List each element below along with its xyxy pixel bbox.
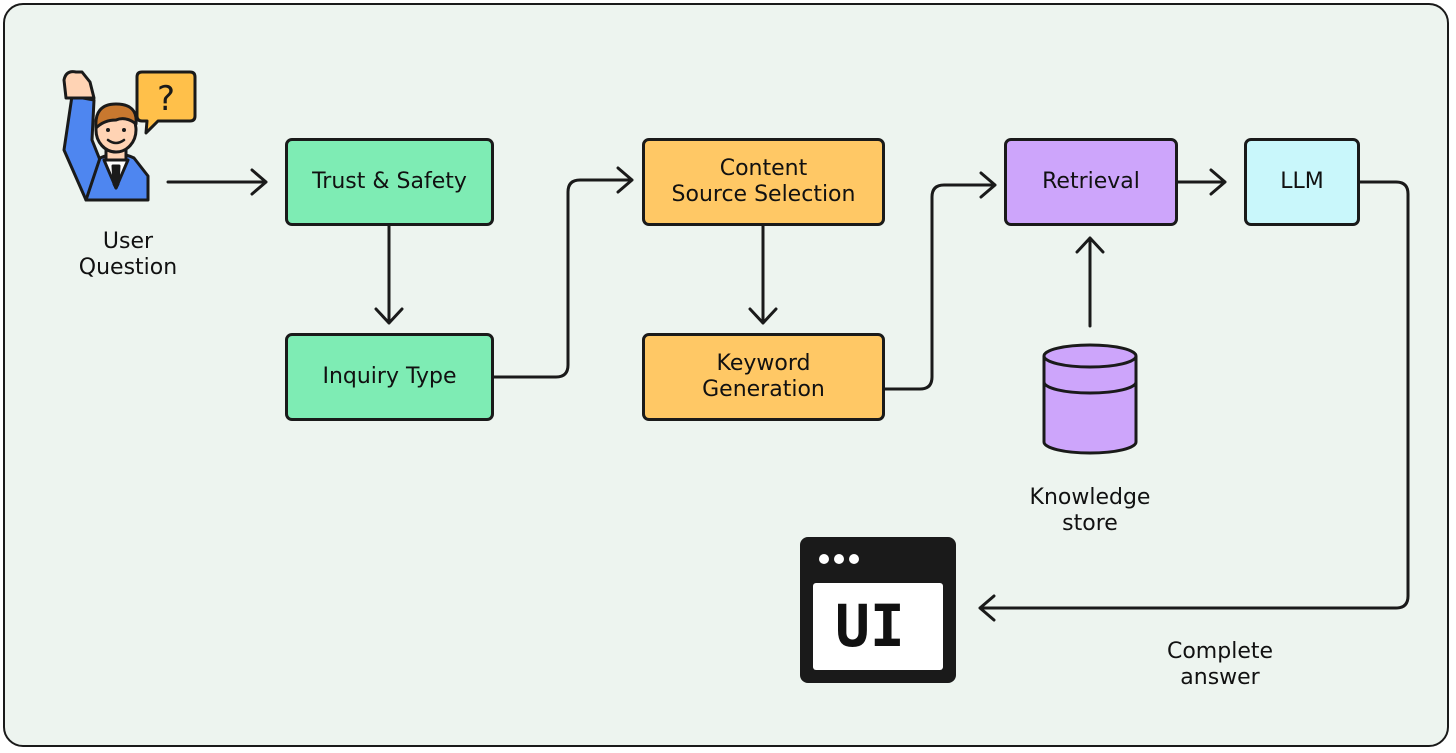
- content-source-node: Content Source Selection: [642, 138, 885, 226]
- complete-answer-label: Complete answer: [1166, 639, 1274, 690]
- ui-window-text: UI: [835, 592, 905, 660]
- arrow-llm-to-ui: [978, 180, 1410, 622]
- llm-label: LLM: [1280, 169, 1324, 194]
- arrow-retrieval-to-llm: [1176, 168, 1227, 196]
- arrow-content-to-keyword: [748, 224, 778, 325]
- knowledge-store-label: Knowledge store: [1029, 485, 1151, 536]
- keyword-generation-node: Keyword Generation: [642, 333, 885, 421]
- arrow-user-to-trust: [166, 168, 268, 196]
- arrow-inquiry-to-content: [492, 166, 634, 379]
- retrieval-node: Retrieval: [1004, 138, 1178, 226]
- question-mark: ?: [157, 79, 175, 119]
- user-question-label: User Question: [78, 229, 178, 280]
- inquiry-type-node: Inquiry Type: [285, 333, 494, 421]
- arrow-store-to-retrieval: [1075, 236, 1105, 328]
- trust-safety-label: Trust & Safety: [312, 169, 467, 194]
- content-source-label: Content Source Selection: [671, 156, 856, 207]
- llm-node: LLM: [1244, 138, 1360, 226]
- arrow-trust-to-inquiry: [374, 224, 404, 325]
- trust-safety-node: Trust & Safety: [285, 138, 494, 226]
- keyword-generation-label: Keyword Generation: [702, 351, 825, 402]
- inquiry-type-label: Inquiry Type: [322, 364, 457, 389]
- retrieval-label: Retrieval: [1042, 169, 1140, 194]
- arrow-keyword-to-retrieval: [882, 171, 997, 391]
